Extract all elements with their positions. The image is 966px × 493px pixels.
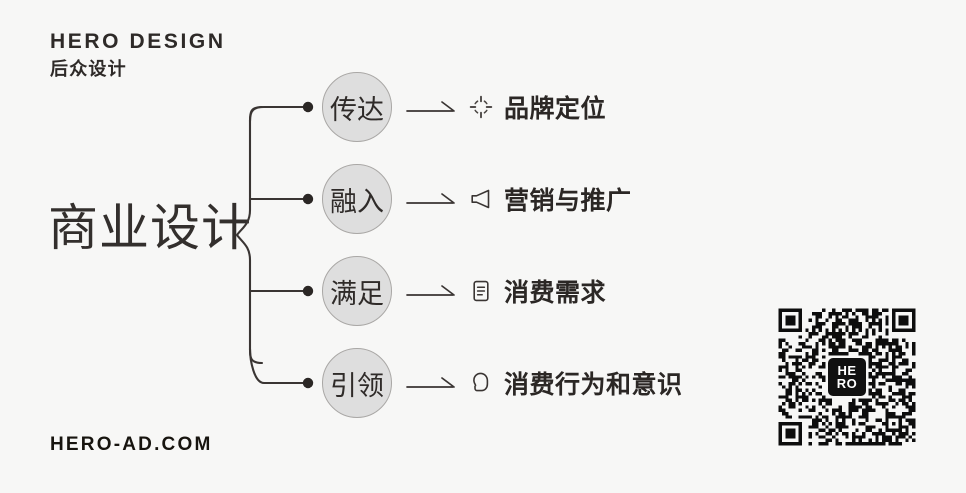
branch-row-2[interactable]: 融入 营销与推广 bbox=[322, 163, 632, 235]
document-lines-icon bbox=[468, 278, 494, 304]
target-crosshair-icon bbox=[468, 94, 494, 120]
arrow-3 bbox=[406, 281, 460, 301]
page-title: 商业设计 bbox=[48, 200, 252, 256]
arrow-2 bbox=[406, 189, 460, 209]
node-circle-1[interactable]: 传达 bbox=[322, 72, 392, 142]
arrow-4 bbox=[406, 373, 460, 393]
head-profile-icon bbox=[468, 370, 494, 396]
brand-logo: HERO DESIGN 后众设计 bbox=[50, 30, 350, 81]
qr-logo-top: HE bbox=[837, 362, 857, 378]
qr-center-logo: HE RO bbox=[828, 358, 866, 396]
node-circle-4[interactable]: 引领 bbox=[322, 348, 392, 418]
row-label-2: 营销与推广 bbox=[504, 187, 632, 215]
brace-connector bbox=[235, 101, 314, 389]
branch-row-1[interactable]: 传达 品牌定位 bbox=[322, 71, 606, 143]
row-label-3: 消费需求 bbox=[504, 279, 607, 307]
node-circle-2[interactable]: 融入 bbox=[322, 164, 392, 234]
qr-logo-bottom: RO bbox=[836, 376, 858, 391]
megaphone-icon bbox=[468, 186, 494, 212]
qr-code[interactable]: HE RO bbox=[772, 302, 922, 452]
arrow-1 bbox=[406, 97, 460, 117]
brand-logo-en: HERO DESIGN bbox=[50, 30, 226, 53]
branch-row-4[interactable]: 引领 消费行为和意识 bbox=[322, 347, 683, 419]
row-label-4: 消费行为和意识 bbox=[504, 371, 683, 399]
footer-url[interactable]: HERO-AD.COM bbox=[50, 434, 213, 455]
node-circle-3[interactable]: 满足 bbox=[322, 256, 392, 326]
row-label-1: 品牌定位 bbox=[504, 95, 607, 123]
brand-logo-cn: 后众设计 bbox=[50, 58, 127, 79]
branch-row-3[interactable]: 满足 消费需求 bbox=[322, 255, 606, 327]
